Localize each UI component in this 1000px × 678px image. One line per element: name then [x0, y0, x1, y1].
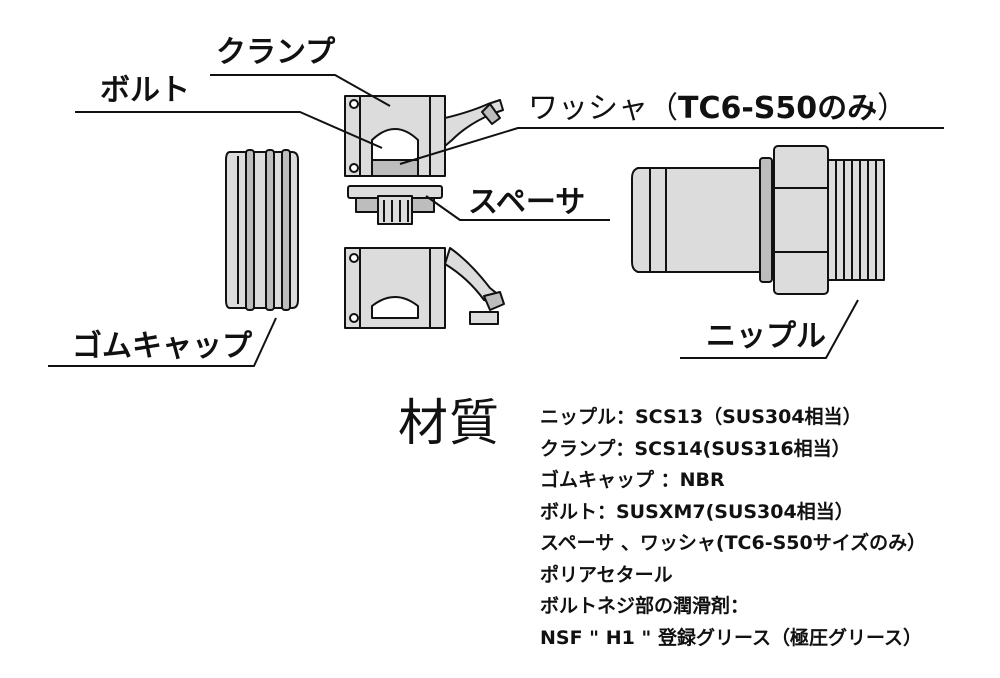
leader-spacer: [425, 195, 610, 221]
label-washer-suffix: ）: [877, 91, 908, 126]
materials-list: ニップル：SCS13（SUS304相当） クランプ：SCS14(SUS316相当…: [540, 402, 926, 654]
label-washer-model: TC6-S50のみ: [678, 91, 878, 126]
nipple-part: [631, 145, 885, 295]
material-item: スペーサ 、ワッシャ(TC6-S50サイズのみ）: [540, 532, 927, 554]
leader-nipple: [680, 299, 859, 359]
material-item: ボルトネジ部の潤滑剤：: [540, 595, 750, 617]
label-bolt: ボルト: [100, 73, 190, 108]
leader-rubber-cap: [48, 317, 277, 367]
label-spacer: スペーサ: [468, 185, 586, 220]
materials-heading: 材質: [398, 394, 500, 452]
exploded-parts-diagram: [48, 74, 944, 367]
label-rubber-cap: ゴムキャップ: [72, 329, 252, 364]
leader-lines: [48, 74, 944, 367]
leader-bolt: [75, 111, 383, 149]
leader-washer: [399, 127, 944, 165]
rubber-cap-part: [225, 149, 299, 311]
bolt-spacer-part: [347, 185, 443, 225]
label-nipple: ニップル: [706, 319, 826, 354]
upper-clamp-part: [344, 95, 504, 177]
label-washer-prefix: ワッシャ（: [528, 91, 678, 126]
lower-clamp-part: [344, 247, 505, 329]
label-washer: ワッシャ（TC6-S50のみ）: [528, 94, 907, 124]
material-item: ニップル：SCS13（SUS304相当）: [540, 406, 862, 428]
label-clamp: クランプ: [216, 35, 336, 70]
material-item: ボルト：SUSXM7(SUS304相当）: [540, 500, 854, 523]
material-item: クランプ：SCS14(SUS316相当）: [540, 437, 851, 460]
material-item: NSF " H1 " 登録グリース（極圧グリース）: [540, 626, 923, 649]
material-item: ポリアセタール: [540, 563, 673, 586]
material-item: ゴムキャップ ：NBR: [540, 469, 725, 491]
leader-clamp: [210, 74, 391, 107]
